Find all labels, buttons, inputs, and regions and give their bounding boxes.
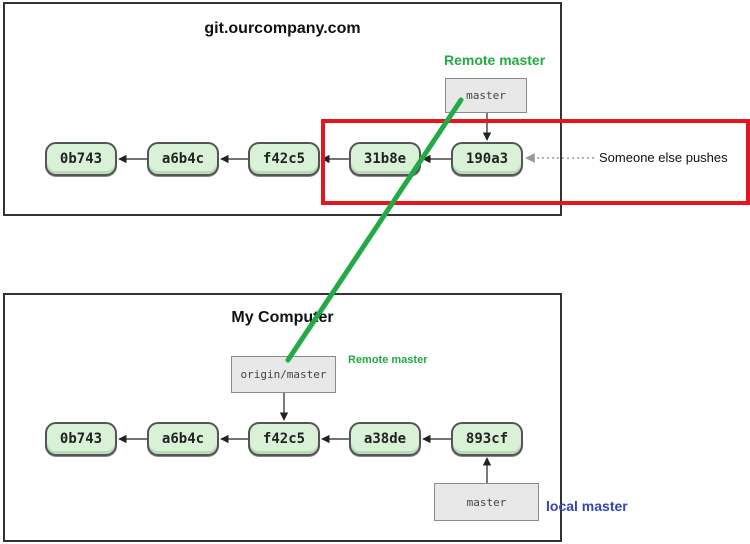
remote-master-annotation-top: Remote master: [444, 52, 546, 68]
remote-commit-a6b4c: a6b4c: [147, 142, 219, 176]
local-commit-893cf: 893cf: [451, 422, 523, 456]
local-commit-0b743: 0b743: [45, 422, 117, 456]
remote-master-annotation-small: Remote master: [348, 354, 428, 366]
someone-else-pushes-label: Someone else pushes: [599, 150, 728, 165]
local-commit-a6b4c: a6b4c: [147, 422, 219, 456]
remote-master-link-line: [285, 97, 464, 363]
local-commit-f42c5: f42c5: [248, 422, 320, 456]
local-master-annotation: local master: [546, 498, 628, 514]
remote-commit-0b743: 0b743: [45, 142, 117, 176]
remote-repo-title: git.ourcompany.com: [204, 20, 361, 37]
highlight-box: [321, 119, 750, 205]
remote-commit-f42c5: f42c5: [248, 142, 320, 176]
origin-master-ref: origin/master: [231, 356, 336, 393]
local-master-ref: master: [434, 483, 539, 521]
remote-commit-190a3: 190a3: [451, 142, 523, 176]
local-repo-title: My Computer: [231, 309, 334, 326]
local-commit-a38de: a38de: [349, 422, 421, 456]
